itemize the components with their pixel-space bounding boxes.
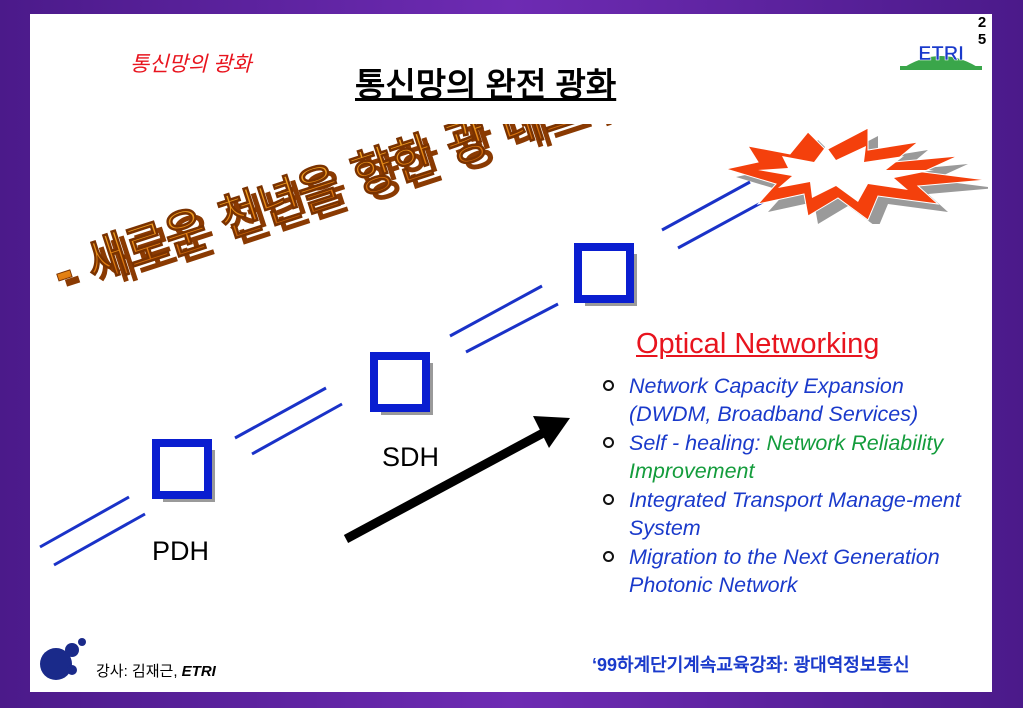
bullet-text: Self - healing: xyxy=(629,431,767,455)
slogan-wordart: - 새로운 천년을 향한 광 네트워킹 - - 새로운 천년을 향한 광 네트워… xyxy=(45,124,709,309)
etri-logo: ETRI xyxy=(900,43,982,70)
page-title: 통신망의 완전 광화 xyxy=(355,66,617,103)
bullet-item: Integrated Transport Manage-ment System xyxy=(595,486,985,542)
bullet-text: Network Capacity Expansion (DWDM, Broadb… xyxy=(629,374,919,426)
page-number-digit: 5 xyxy=(977,31,987,48)
slogan-text: - 새로운 천년을 향한 광 네트워킹 - xyxy=(46,124,701,303)
ring-bullet-icon xyxy=(603,494,614,505)
ring-bullet-icon xyxy=(603,437,614,448)
organization-emblem-icon xyxy=(40,638,86,680)
pdh-label: PDH xyxy=(152,536,210,566)
fiber-line xyxy=(677,196,771,250)
bullet-text-highlight: Network Reliability Improvement xyxy=(629,431,944,483)
optical-square xyxy=(574,243,637,306)
fiber-line xyxy=(234,386,327,440)
bullet-text: Integrated Transport Manage-ment System xyxy=(629,488,961,540)
course-title: ‘99하계단기계속교육강좌: 광대역정보통신 xyxy=(592,655,910,675)
lecturer-credit: 강사: 김재근, ETRI xyxy=(96,660,216,681)
page-number-digit: 2 xyxy=(977,14,987,31)
fiber-line xyxy=(39,495,130,549)
etri-logo-text: ETRI xyxy=(918,43,964,65)
diagram-canvas xyxy=(39,180,771,567)
fiber-line xyxy=(449,284,543,338)
bullet-item: Self - healing: Network Reliability Impr… xyxy=(595,429,985,485)
optical-bullet-list: Network Capacity Expansion (DWDM, Broadb… xyxy=(595,372,985,600)
explosion-burst-icon xyxy=(724,127,988,224)
bullet-item: Migration to the Next Generation Photoni… xyxy=(595,543,985,599)
bullet-text: Migration to the Next Generation Photoni… xyxy=(629,545,940,597)
pdh-square xyxy=(152,439,215,502)
page-number: 2 5 xyxy=(976,14,988,48)
fiber-line xyxy=(251,402,343,456)
lecturer-name: 강사: 김재근, xyxy=(96,663,182,680)
fiber-line xyxy=(465,302,559,354)
ring-bullet-icon xyxy=(603,380,614,391)
sdh-square xyxy=(370,352,433,415)
fiber-line xyxy=(53,512,146,567)
optical-networking-title: Optical Networking xyxy=(636,328,880,360)
ring-bullet-icon xyxy=(603,551,614,562)
progress-arrow xyxy=(343,416,570,543)
fiber-line xyxy=(661,180,751,232)
lecturer-org: ETRI xyxy=(181,663,216,680)
slide: - 새로운 천년을 향한 광 네트워킹 - - 새로운 천년을 향한 광 네트워… xyxy=(30,14,992,692)
fiber-lines xyxy=(39,180,771,567)
sdh-label: SDH xyxy=(382,442,440,472)
section-label: 통신망의 광화 xyxy=(130,53,252,76)
bullet-item: Network Capacity Expansion (DWDM, Broadb… xyxy=(595,372,985,428)
